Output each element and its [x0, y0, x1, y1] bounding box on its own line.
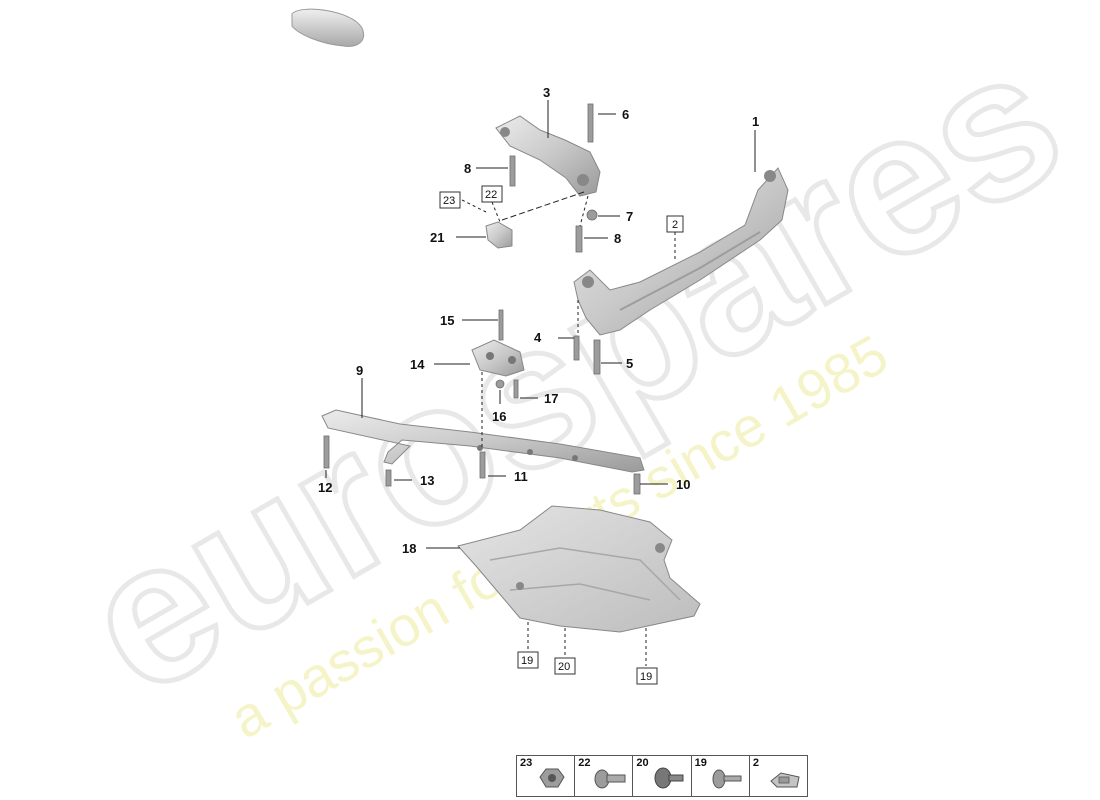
callout-8-upper: 8 [464, 161, 471, 176]
callout-23-box [439, 191, 461, 209]
callout-23: 23 [443, 195, 455, 207]
callout-19a: 19 [521, 655, 533, 667]
callout-18: 18 [402, 541, 416, 556]
part-8-lower-bolt [575, 225, 583, 253]
part-7-nut [586, 209, 598, 221]
part-6-stud [587, 103, 594, 143]
callout-2: 2 [672, 219, 678, 231]
callout-13: 13 [420, 473, 434, 488]
callout-19b: 19 [640, 671, 652, 683]
nut-icon [539, 768, 565, 788]
part-18-underbody-panel [457, 505, 701, 633]
legend-cell-washer-screw: 19 [692, 756, 750, 796]
callout-20: 20 [558, 661, 570, 673]
part-21-bracket [485, 221, 513, 249]
legend-number: 22 [578, 757, 591, 769]
legend-cell-flange-bolt: 22 [575, 756, 634, 796]
legend-number: 23 [520, 757, 533, 769]
legend-number: 2 [752, 757, 759, 769]
legend-cell-clip-nut: 2 [750, 756, 807, 796]
clip-nut-icon [770, 772, 800, 788]
leader-lines [325, 100, 756, 666]
callout-4: 4 [534, 330, 542, 345]
callout-20-box [554, 657, 576, 675]
part-16-washer [495, 379, 505, 389]
part-4-bolt [573, 335, 580, 361]
callout-8-lower: 8 [614, 231, 621, 246]
callout-6: 6 [622, 107, 629, 122]
part-9-strut-bar [321, 409, 645, 473]
part-14-mount [471, 339, 525, 377]
legend-cell-nut: 23 [517, 756, 576, 796]
part-10-bolt [633, 473, 641, 495]
flange-bolt-icon [594, 769, 626, 789]
washer-screw-icon [712, 769, 742, 789]
callouts: 1 2 3 4 5 6 7 8 8 9 10 11 12 13 14 15 16… [318, 85, 759, 685]
callout-10: 10 [676, 477, 690, 492]
callout-19a-box [517, 651, 539, 669]
callout-1: 1 [752, 114, 759, 129]
part-13-screw [385, 469, 392, 487]
callout-7: 7 [626, 209, 633, 224]
callout-17: 17 [544, 391, 558, 406]
part-11-bolt [479, 451, 486, 479]
watermark: eurospares a passion for parts since 198… [48, 2, 1098, 750]
fasteners [323, 103, 641, 495]
legend-number: 20 [636, 757, 649, 769]
callout-22-box [481, 185, 503, 203]
callout-16: 16 [492, 409, 506, 424]
callout-22: 22 [485, 189, 497, 201]
callout-2-box [666, 215, 684, 233]
callout-19b-box [636, 667, 658, 685]
callout-12: 12 [318, 480, 332, 495]
legend-number: 19 [694, 757, 707, 769]
protective-cap [291, 8, 364, 47]
part-12-bolt [323, 435, 330, 469]
callout-15: 15 [440, 313, 454, 328]
expanding-rivet-icon [654, 767, 684, 789]
callout-14: 14 [410, 357, 425, 372]
callout-9: 9 [356, 363, 363, 378]
callout-21: 21 [430, 230, 444, 245]
part-1-subframe [573, 167, 789, 336]
part-3-bracket [495, 115, 601, 197]
part-8-upper-bolt [509, 155, 516, 187]
callout-11: 11 [514, 469, 528, 484]
legend-cell-expanding-rivet: 20 [633, 756, 692, 796]
part-5-bolt [593, 339, 601, 375]
fastener-legend: 23 22 20 19 2 [516, 755, 808, 797]
part-17-screw [513, 379, 519, 399]
callout-3: 3 [543, 85, 550, 100]
part-15-stud [498, 309, 504, 341]
callout-5: 5 [626, 356, 633, 371]
